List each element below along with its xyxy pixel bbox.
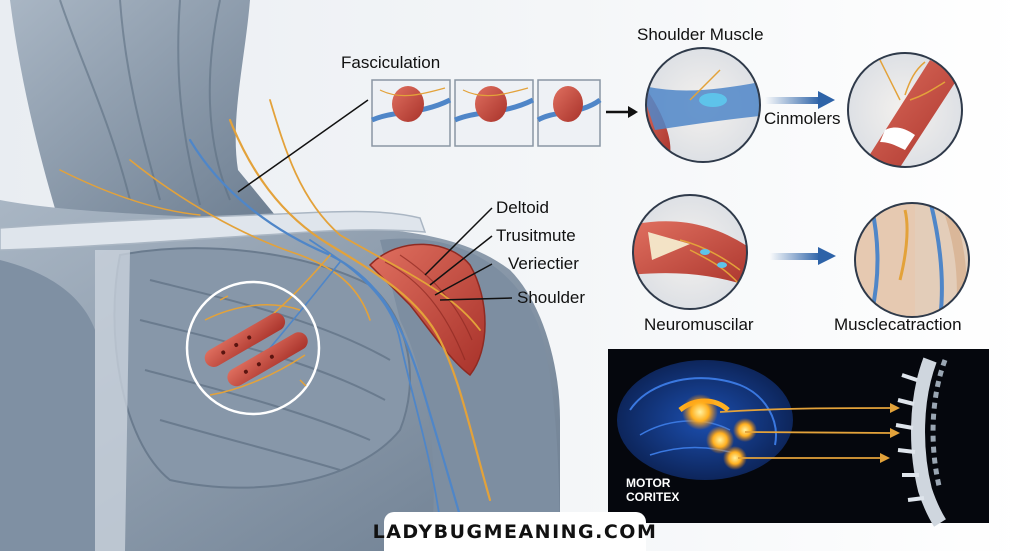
arrow-to-shoulder-muscle <box>606 106 638 118</box>
brain-spine-panel <box>608 349 989 527</box>
fiber-magnifier <box>185 280 321 416</box>
anatomy-figure <box>0 0 560 551</box>
spine <box>895 357 948 527</box>
fasciculation-frame-2 <box>454 79 535 147</box>
fasciculation-panel <box>371 79 638 147</box>
nerve-network <box>59 99 492 551</box>
label-shoulder-muscle: Shoulder Muscle <box>637 25 764 44</box>
label-motor: MOTOR <box>626 476 671 490</box>
label-muscle-contraction: Musclecatraction <box>834 315 962 334</box>
fasciculation-frame-1 <box>371 79 452 147</box>
fasciculation-frame-3 <box>536 79 602 147</box>
arrow-to-cinmolers <box>765 91 835 109</box>
label-leader-lines <box>237 99 513 301</box>
cinmolers-circle <box>847 52 963 168</box>
arrow-to-muscle-contraction <box>770 247 836 265</box>
sternum <box>95 250 130 551</box>
muscle-contraction-circle <box>854 202 970 318</box>
label-deltoid: Deltoid <box>496 198 549 217</box>
label-neuromuscular: Neuromuscilar <box>644 315 754 334</box>
label-fasciculation: Fasciculation <box>341 53 440 72</box>
label-veriectier: Veriectier <box>508 254 579 273</box>
shoulder-muscle-circle <box>645 47 761 163</box>
label-trusitmute: Trusitmute <box>496 226 576 245</box>
deltoid-muscle <box>368 243 486 377</box>
label-coritex: CORITEX <box>626 490 679 504</box>
label-shoulder: Shoulder <box>517 288 585 307</box>
neuromuscular-circle <box>632 194 748 310</box>
site-watermark: LADYBUGMEANING.COM <box>373 512 656 551</box>
clavicle <box>0 210 427 251</box>
neck <box>10 0 275 225</box>
label-cinmolers: Cinmolers <box>764 109 841 128</box>
